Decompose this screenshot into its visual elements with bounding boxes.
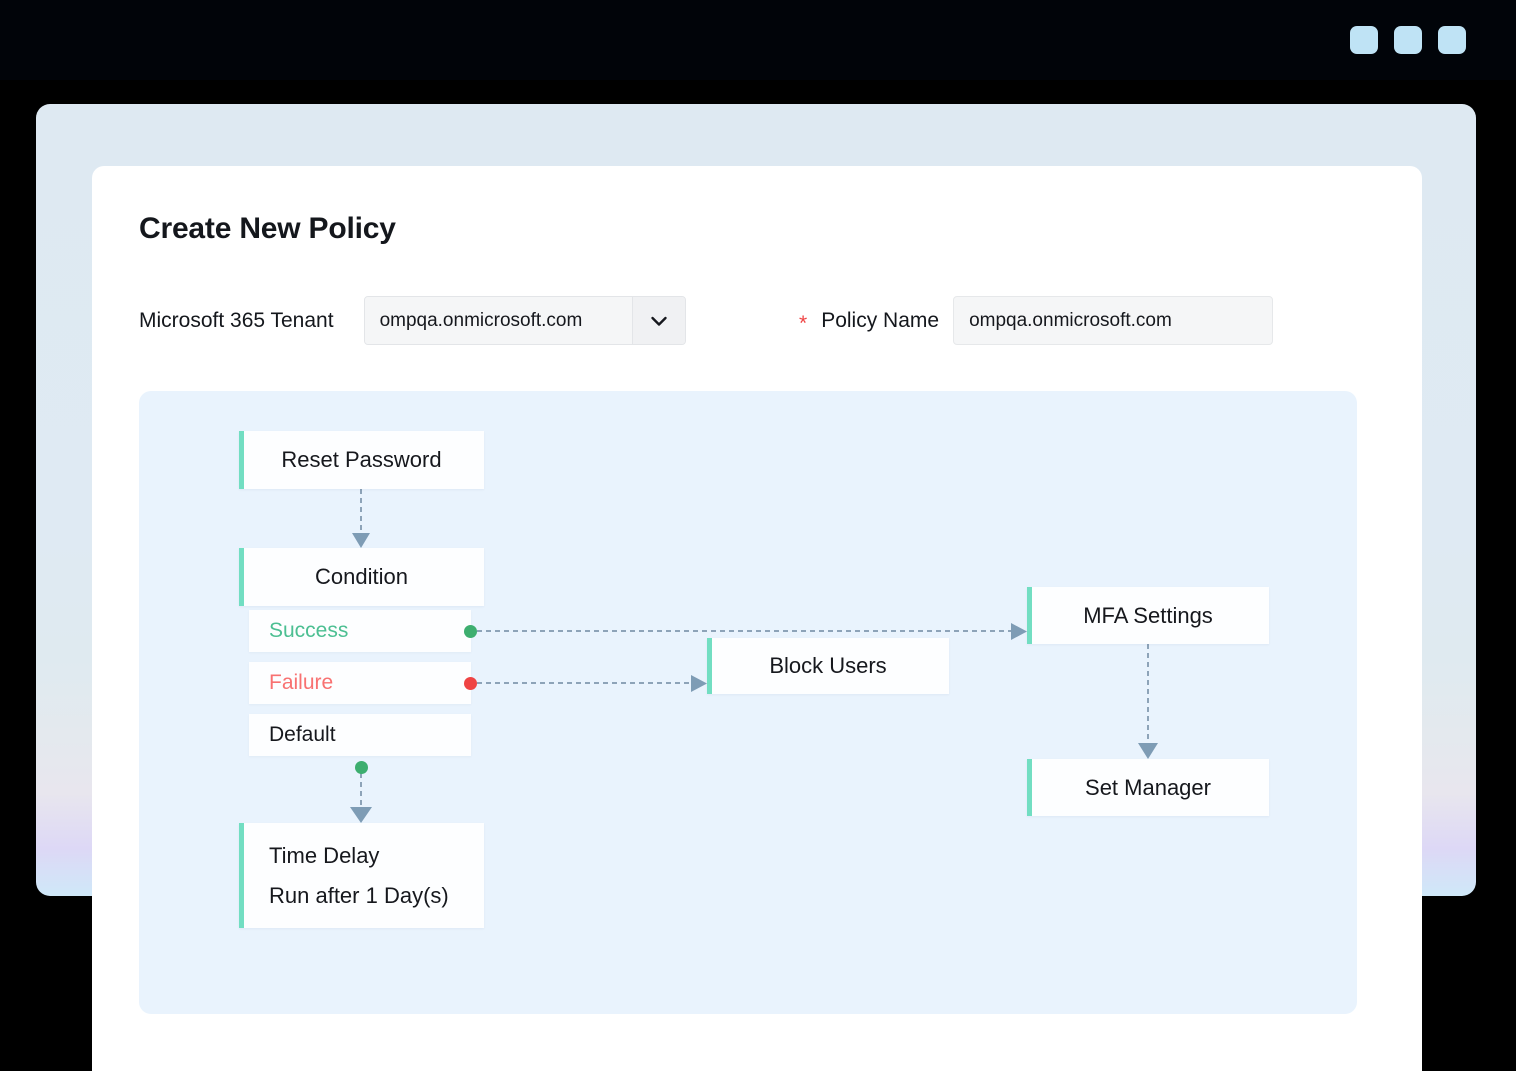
branch-row-success[interactable]: Success xyxy=(249,610,471,652)
tenant-select[interactable]: ompqa.onmicrosoft.com xyxy=(363,296,686,345)
tenant-select-value[interactable]: ompqa.onmicrosoft.com xyxy=(364,297,632,344)
flow-node-block-users[interactable]: Block Users xyxy=(707,638,949,694)
connector-dot-success[interactable] xyxy=(464,625,477,638)
node-accent-bar xyxy=(707,638,712,694)
policy-card: Create New Policy Microsoft 365 Tenant o… xyxy=(92,166,1422,1071)
page-title: Create New Policy xyxy=(139,212,396,245)
time-delay-detail: Run after 1 Day(s) xyxy=(269,882,449,908)
window-dot-3-icon[interactable] xyxy=(1438,26,1466,54)
branch-row-failure[interactable]: Failure xyxy=(249,662,471,704)
branch-label: Default xyxy=(269,723,336,746)
policy-name-field-group: * Policy Name xyxy=(799,296,1274,345)
branch-label: Success xyxy=(269,619,349,642)
policy-flow-canvas[interactable]: Reset Password Condition Success Failure… xyxy=(139,391,1357,1014)
node-accent-bar xyxy=(239,431,244,489)
flow-node-label: Set Manager xyxy=(1085,774,1211,800)
chevron-down-icon[interactable] xyxy=(631,297,685,344)
window-dot-1-icon[interactable] xyxy=(1350,26,1378,54)
tenant-label: Microsoft 365 Tenant xyxy=(139,308,334,332)
flow-node-label: Reset Password xyxy=(281,447,442,472)
tenant-field-group: Microsoft 365 Tenant ompqa.onmicrosoft.c… xyxy=(139,296,686,345)
window-dot-2-icon[interactable] xyxy=(1394,26,1422,54)
form-row: Microsoft 365 Tenant ompqa.onmicrosoft.c… xyxy=(139,296,1389,348)
flow-node-label: MFA Settings xyxy=(1083,602,1213,628)
flow-node-time-delay[interactable]: Time Delay Run after 1 Day(s) xyxy=(239,823,484,928)
flow-node-set-manager[interactable]: Set Manager xyxy=(1027,759,1269,816)
node-accent-bar xyxy=(1027,759,1032,816)
required-marker: * xyxy=(799,312,808,335)
time-delay-title: Time Delay xyxy=(269,842,380,868)
flow-node-label: Condition xyxy=(315,564,408,589)
connector-dot-default[interactable] xyxy=(355,761,368,774)
browser-topbar xyxy=(0,0,1516,80)
flow-node-mfa-settings[interactable]: MFA Settings xyxy=(1027,587,1269,644)
policy-name-input[interactable] xyxy=(953,296,1274,345)
node-accent-bar xyxy=(239,823,244,928)
flow-node-condition[interactable]: Condition xyxy=(239,548,484,606)
node-accent-bar xyxy=(239,548,244,606)
flow-node-reset-password[interactable]: Reset Password xyxy=(239,431,484,489)
flow-node-label: Block Users xyxy=(769,653,887,678)
policy-name-label: Policy Name xyxy=(821,308,940,332)
branch-row-default[interactable]: Default xyxy=(249,714,471,756)
node-accent-bar xyxy=(1027,587,1032,644)
connector-dot-failure[interactable] xyxy=(464,677,477,690)
branch-label: Failure xyxy=(269,671,334,694)
